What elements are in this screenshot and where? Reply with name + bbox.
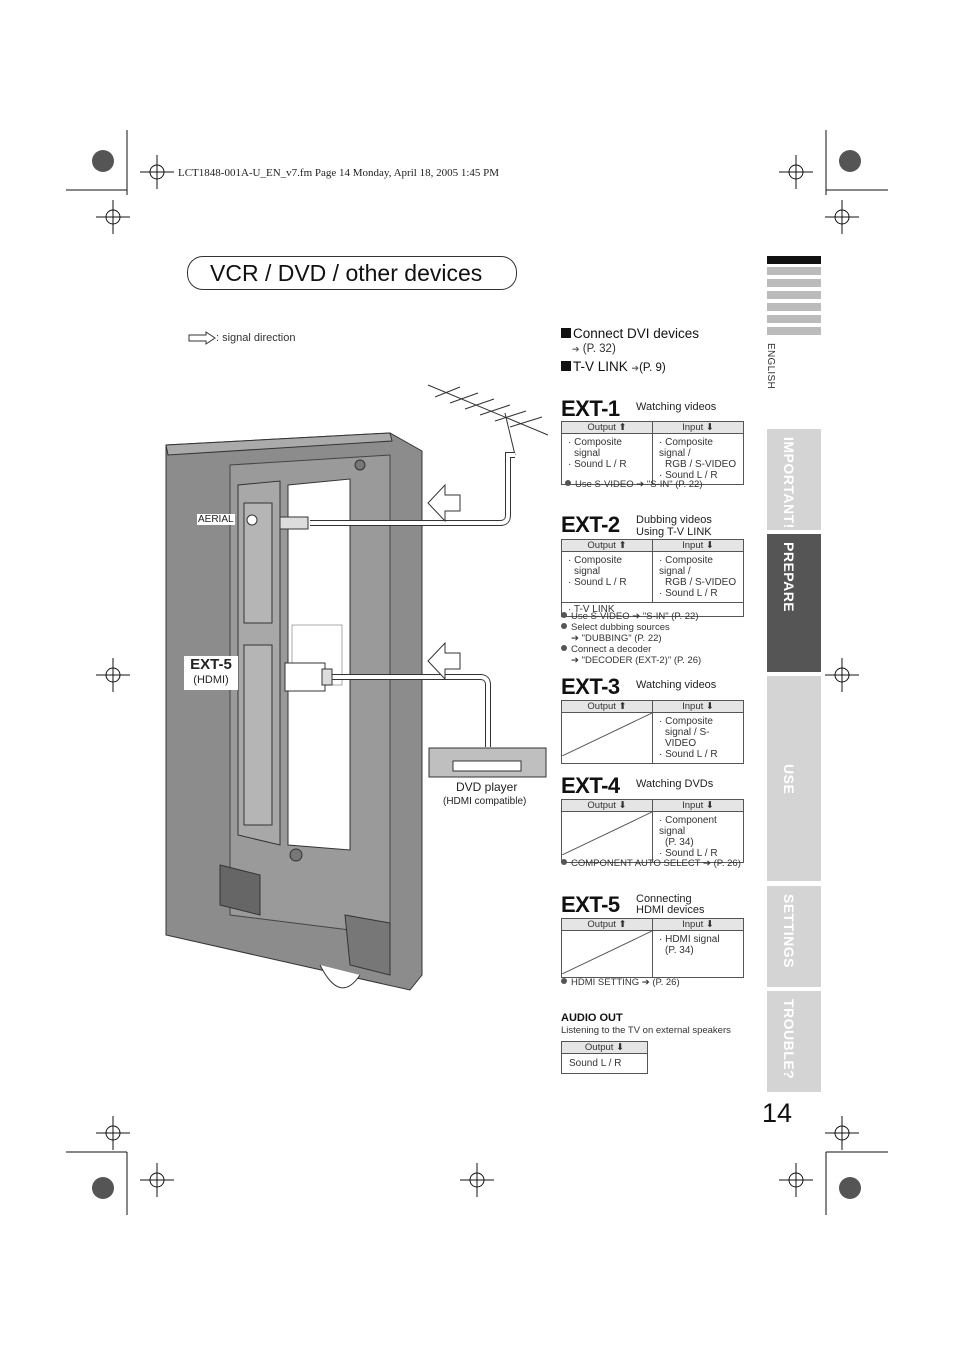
link-tv-link[interactable]: T-V LINK ➔(P. 9)	[561, 359, 666, 374]
tab-settings[interactable]: SETTINGS	[767, 886, 821, 987]
ext3-output-header: Output ⬆	[561, 700, 653, 713]
link-connect-dvi[interactable]: Connect DVI devices	[561, 326, 699, 341]
ext4-output-header: Output ⬇	[561, 799, 653, 812]
ext5-output-empty	[561, 930, 653, 978]
bullet-dot-icon	[561, 645, 567, 651]
ext3-output-empty	[561, 712, 653, 764]
ext5-table: Output ⬆Input ⬇ · HDMI signal (P. 34)	[561, 918, 744, 978]
bullet-dot-icon	[561, 978, 567, 984]
ext2-tv-link-row: · T-V LINK	[561, 602, 744, 617]
ext1-table: Output ⬆Input ⬇ · Composite signal· Soun…	[561, 421, 744, 485]
ext2-output-header: Output ⬆	[561, 539, 653, 552]
ext2-notes: Use S-VIDEO ➔ "S-IN" (P. 22) Select dubb…	[561, 611, 701, 666]
ext2-output-cell: · Composite signal· Sound L / R	[561, 551, 653, 603]
ext4-output-empty	[561, 811, 653, 863]
ext5-diagram-sub: (HDMI)	[193, 674, 229, 686]
ext1-note: Use S-VIDEO ➔ "S-IN" (P. 22)	[565, 479, 703, 490]
dvd-player-label: DVD player	[456, 780, 518, 794]
ext5-note: HDMI SETTING ➔ (P. 26)	[561, 977, 680, 988]
ext3-input-header: Input ⬇	[652, 700, 744, 713]
ext4-desc: Watching DVDs	[636, 778, 714, 790]
ext2-desc2: Using T-V LINK	[636, 526, 712, 538]
bullet-dot-icon	[561, 623, 567, 629]
tab-use[interactable]: USE	[767, 676, 821, 881]
ext2-input-cell: · Composite signal / RGB / S-VIDEO· Soun…	[652, 551, 744, 603]
ext4-input-header: Input ⬇	[652, 799, 744, 812]
audio-out-table: Output ⬇ Sound L / R	[561, 1041, 648, 1074]
bullet-dot-icon	[565, 480, 571, 486]
tab-important[interactable]: IMPORTANT!	[767, 429, 821, 530]
side-stripe-dark	[767, 256, 821, 264]
signal-arrow-icon	[188, 331, 216, 345]
ext5-output-header: Output ⬆	[561, 918, 653, 931]
bullet-square-icon	[561, 328, 571, 338]
tab-use-label: USE	[781, 764, 797, 795]
connection-diagram	[165, 384, 549, 991]
side-stripes	[767, 267, 821, 339]
tab-trouble[interactable]: TROUBLE?	[767, 991, 821, 1092]
ext2-input-header: Input ⬇	[652, 539, 744, 552]
ext3-table: Output ⬆Input ⬇ · Composite signal / S-V…	[561, 700, 744, 764]
ext2-desc1: Dubbing videos	[636, 514, 712, 526]
ext5-diagram-name: EXT-5	[190, 656, 232, 673]
aerial-label: AERIAL	[197, 514, 235, 525]
ext5-input-cell: · HDMI signal (P. 34)	[652, 930, 744, 978]
ext3-heading: EXT-3	[561, 674, 620, 699]
audio-out-output-header: Output ⬇	[561, 1041, 648, 1054]
ext5-input-header: Input ⬇	[652, 918, 744, 931]
ext3-input-cell: · Composite signal / S-VIDEO· Sound L / …	[652, 712, 744, 764]
tab-trouble-label: TROUBLE?	[781, 999, 797, 1080]
empty-cell-slash	[561, 930, 653, 975]
arrow-right-icon: ➔	[572, 344, 580, 354]
empty-cell-slash	[561, 811, 653, 856]
page-title-box: VCR / DVD / other devices	[187, 256, 517, 290]
file-header: LCT1848-001A-U_EN_v7.fm Page 14 Monday, …	[178, 167, 500, 179]
ext3-desc: Watching videos	[636, 679, 717, 691]
link-connect-dvi-ref[interactable]: ➔ (P. 32)	[572, 343, 616, 355]
link-connect-dvi-label: Connect DVI devices	[573, 326, 700, 341]
link-connect-dvi-page: (P. 32)	[582, 343, 616, 355]
bullet-dot-icon	[561, 612, 567, 618]
tab-settings-label: SETTINGS	[781, 894, 797, 969]
ext1-output-header: Output ⬆	[561, 421, 653, 434]
aerial-antenna-icon	[427, 384, 549, 456]
side-language-label: ENGLISH	[765, 343, 776, 390]
page-number: 14	[762, 1098, 793, 1128]
bullet-dot-icon	[561, 859, 567, 865]
ext5-desc1: Connecting	[636, 893, 692, 905]
arrow-right-icon: ➔	[631, 363, 640, 373]
ext4-note: COMPONENT AUTO SELECT ➔ (P. 26)	[561, 858, 741, 869]
ext5-diagram-label: EXT-5 (HDMI)	[184, 656, 238, 690]
signal-legend: : signal direction	[188, 331, 296, 345]
tab-prepare[interactable]: PREPARE	[767, 534, 821, 672]
ext1-heading: EXT-1	[561, 396, 620, 421]
tab-important-label: IMPORTANT!	[781, 437, 797, 529]
link-tv-link-page: (P. 9)	[639, 362, 666, 374]
ext4-input-cell: · Component signal (P. 34)· Sound L / R	[652, 811, 744, 863]
ext4-table: Output ⬇Input ⬇ · Component signal (P. 3…	[561, 799, 744, 863]
audio-out-value: Sound L / R	[561, 1053, 648, 1074]
ext1-input-header: Input ⬇	[652, 421, 744, 434]
page-title: VCR / DVD / other devices	[210, 260, 483, 286]
tab-prepare-label: PREPARE	[781, 542, 797, 613]
ext4-heading: EXT-4	[561, 773, 620, 798]
dvd-player-sub: (HDMI compatible)	[443, 796, 527, 807]
ext1-output-cell: · Composite signal· Sound L / R	[561, 433, 653, 485]
link-tv-link-label: T-V LINK	[573, 359, 628, 374]
ext2-heading: EXT-2	[561, 512, 620, 537]
ext1-desc: Watching videos	[636, 401, 717, 413]
ext5-heading: EXT-5	[561, 892, 620, 917]
empty-cell-slash	[561, 712, 653, 757]
bullet-square-icon	[561, 361, 571, 371]
audio-out-title: AUDIO OUT	[561, 1012, 623, 1024]
ext2-table: Output ⬆Input ⬇ · Composite signal· Soun…	[561, 539, 744, 617]
ext5-desc2: HDMI devices	[636, 904, 705, 916]
signal-legend-text: : signal direction	[216, 331, 296, 344]
audio-out-desc: Listening to the TV on external speakers	[561, 1025, 731, 1036]
ext1-input-cell: · Composite signal / RGB / S-VIDEO· Soun…	[652, 433, 744, 485]
